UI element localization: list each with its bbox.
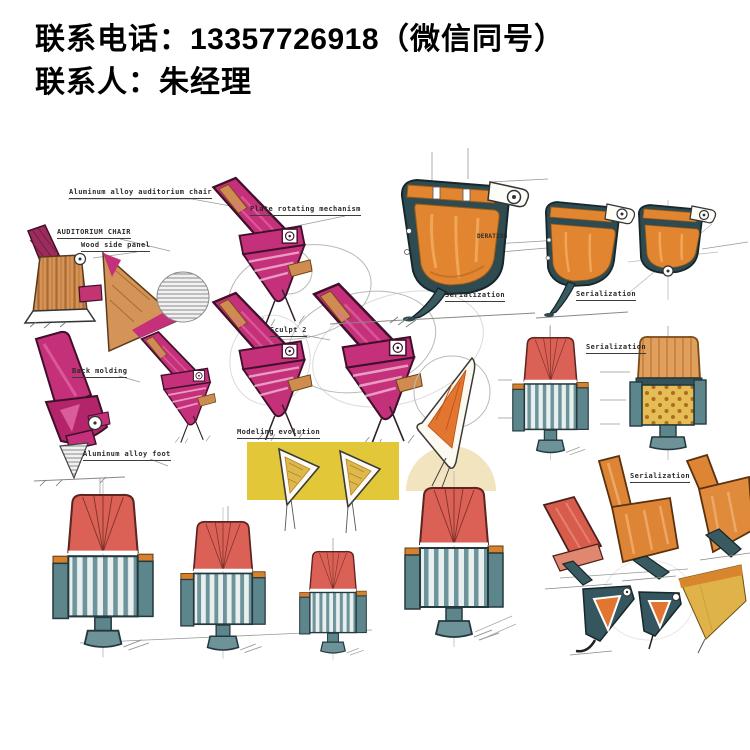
label-deration: DERATION: [477, 233, 508, 240]
label-sculpt-2: Sculpt 2: [270, 326, 307, 337]
label-serialization-top: Serialization: [445, 291, 505, 302]
sketch-back-molding-chair: [33, 330, 126, 487]
label-modeling-evolution: Modeling evolution: [237, 428, 321, 439]
sketch-yellow-wedge: [678, 564, 747, 654]
sketch-side-chair-orange-mid: [597, 454, 680, 582]
sketch-side-chair-orange-right: [685, 453, 750, 561]
sketch-front-chair-b2: [179, 505, 267, 660]
contact-person-label: 联系人：: [35, 66, 159, 99]
sketch-wood-side-chair: [23, 224, 103, 329]
label-auditorium-chair: AUDITORIUM CHAIR: [57, 228, 131, 239]
contact-phone-note: （微信同号）: [379, 23, 566, 56]
sketch-teal-chair-small: [627, 200, 719, 300]
contact-person-name: 朱经理: [159, 66, 252, 99]
sketch-front-chair-b4: [403, 469, 505, 649]
sketch-side-chair-red: [542, 495, 613, 590]
sketch-front-chair-b3: [298, 539, 368, 661]
label-back-molding: Back molding: [72, 367, 128, 378]
contact-phone-line: 联系电话：13357726918（微信同号）: [35, 14, 565, 58]
contact-phone-number: 13357726918: [190, 23, 380, 56]
sketch-folded-seat-1: [569, 585, 635, 656]
sketch-orange-wedge-chair: [406, 355, 496, 495]
sketch-folded-seat-2: [638, 591, 682, 650]
sketch-front-chair-dotted: [629, 328, 707, 460]
label-plate-rotating-mechanism: Plate rotating mechanism: [250, 205, 361, 216]
contact-person-line: 联系人：朱经理: [35, 57, 252, 101]
contact-phone-label: 联系电话：: [35, 23, 190, 56]
sketch-modeling-evolution: [247, 442, 399, 534]
sketch-front-chair-b1: [51, 476, 155, 659]
sketch-teal-chair-large: [329, 178, 536, 328]
sketch-pink-chair-2: [212, 291, 314, 443]
label-serialization-top-right: Serialization: [576, 290, 636, 301]
label-wood-side-panel: Wood side panel: [81, 241, 151, 252]
label-aluminum-alloy-foot: Aluminum alloy foot: [83, 450, 171, 461]
sketch-teal-chair-medium: [535, 201, 636, 319]
sketch-front-chair-right: [511, 323, 590, 462]
label-serialization-mid-right: Serialization: [586, 343, 646, 354]
sketch-pink-chair-small: [140, 331, 217, 445]
sketch-pink-chair-3: [312, 282, 424, 448]
label-aluminum-alloy-chair: Aluminum alloy auditorium chair: [69, 188, 213, 199]
label-serialization-bottom-right: Serialization: [630, 472, 690, 483]
sketch-pencil-sphere: [156, 271, 210, 323]
